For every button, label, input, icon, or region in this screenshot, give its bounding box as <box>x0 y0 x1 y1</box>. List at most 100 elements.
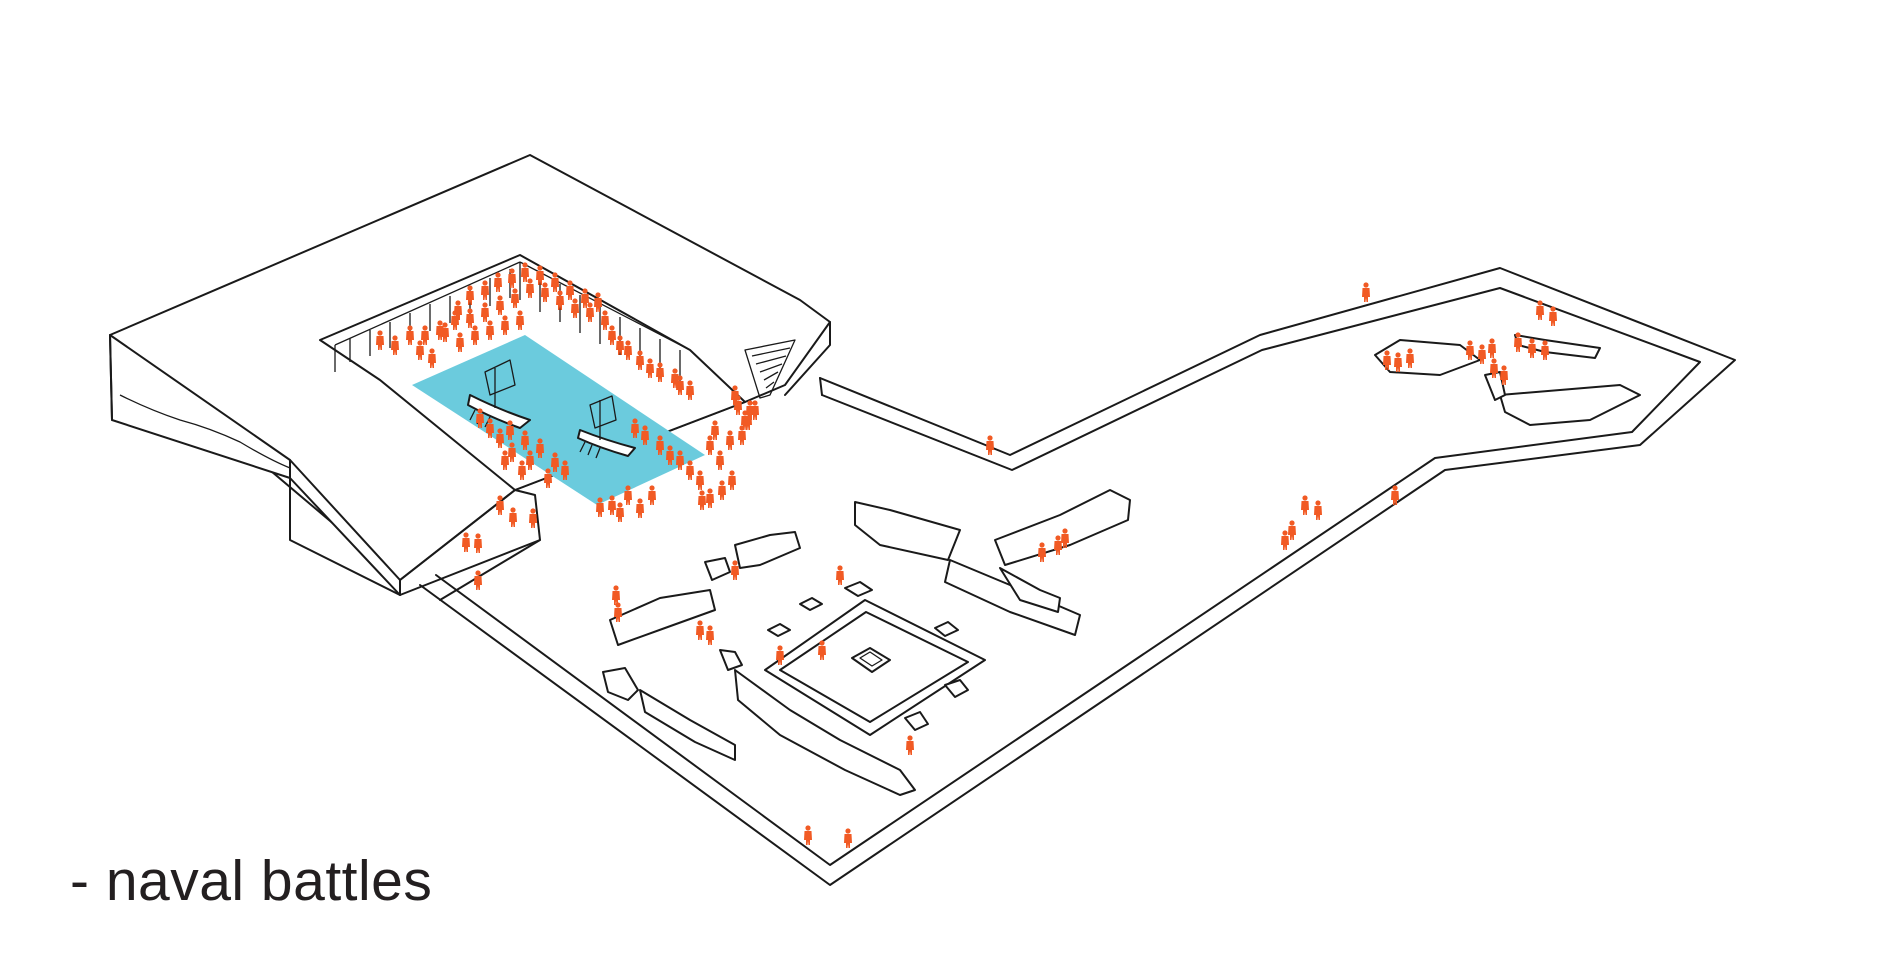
site-boundary-wall <box>419 267 1736 886</box>
person-figure <box>474 533 482 553</box>
person-figure <box>586 302 594 322</box>
person-figure <box>686 460 694 480</box>
person-figure <box>494 272 502 292</box>
person-figure <box>509 507 517 527</box>
person-figure <box>454 300 462 320</box>
person-figure <box>406 325 414 345</box>
person-figure <box>421 325 429 345</box>
person-figure <box>671 368 679 388</box>
person-figure <box>731 385 739 405</box>
person-figure <box>526 450 534 470</box>
person-figure <box>596 497 604 517</box>
person-figure <box>711 420 719 440</box>
person-figure <box>536 438 544 458</box>
person-figure <box>656 362 664 382</box>
person-figure <box>1488 338 1496 358</box>
person-figure <box>1466 340 1474 360</box>
person-figure <box>536 265 544 285</box>
person-figure <box>466 308 474 328</box>
person-figure <box>726 430 734 450</box>
person-figure <box>496 495 504 515</box>
person-figure <box>501 450 509 470</box>
person-figure <box>496 295 504 315</box>
visitors-group <box>376 262 1557 848</box>
person-figure <box>1478 344 1486 364</box>
person-figure <box>1500 365 1508 385</box>
person-figure <box>1541 340 1549 360</box>
person-figure <box>1490 358 1498 378</box>
person-figure <box>1301 495 1309 515</box>
person-figure <box>1362 282 1370 302</box>
person-figure <box>624 485 632 505</box>
person-figure <box>551 452 559 472</box>
person-figure <box>706 488 714 508</box>
person-figure <box>561 460 569 480</box>
person-figure <box>391 335 399 355</box>
person-figure <box>608 495 616 515</box>
person-figure <box>696 620 704 640</box>
person-figure <box>601 310 609 330</box>
person-figure <box>1528 338 1536 358</box>
person-figure <box>529 508 537 528</box>
person-figure <box>636 350 644 370</box>
person-figure <box>474 570 482 590</box>
person-figure <box>508 442 516 462</box>
person-figure <box>1281 530 1289 550</box>
person-figure <box>526 278 534 298</box>
person-figure <box>686 380 694 400</box>
person-figure <box>581 288 589 308</box>
person-figure <box>1314 500 1322 520</box>
person-figure <box>676 450 684 470</box>
person-figure <box>1536 300 1544 320</box>
person-figure <box>624 340 632 360</box>
person-figure <box>744 410 752 430</box>
person-figure <box>1061 528 1069 548</box>
person-figure <box>1383 350 1391 370</box>
person-figure <box>496 428 504 448</box>
person-figure <box>511 288 519 308</box>
person-figure <box>818 640 826 660</box>
person-figure <box>456 332 464 352</box>
person-figure <box>594 292 602 312</box>
person-figure <box>471 325 479 345</box>
central-enclosure <box>764 581 986 736</box>
person-figure <box>1391 485 1399 505</box>
person-figure <box>751 400 759 420</box>
person-figure <box>416 340 424 360</box>
ship-2 <box>577 395 636 459</box>
person-figure <box>486 418 494 438</box>
person-figure <box>648 485 656 505</box>
person-figure <box>906 735 914 755</box>
person-figure <box>836 565 844 585</box>
person-figure <box>566 280 574 300</box>
person-figure <box>1288 520 1296 540</box>
person-figure <box>481 302 489 322</box>
person-figure <box>506 420 514 440</box>
person-figure <box>521 430 529 450</box>
person-figure <box>1054 535 1062 555</box>
person-figure <box>656 435 664 455</box>
person-figure <box>501 315 509 335</box>
person-figure <box>476 408 484 428</box>
person-figure <box>844 828 852 848</box>
person-figure <box>466 285 474 305</box>
diagram-caption: - naval battles <box>70 849 433 913</box>
person-figure <box>518 460 526 480</box>
person-figure <box>1549 306 1557 326</box>
person-figure <box>521 262 529 282</box>
person-figure <box>706 625 714 645</box>
person-figure <box>544 468 552 488</box>
person-figure <box>804 825 812 845</box>
person-figure <box>428 348 436 368</box>
person-figure <box>1514 332 1522 352</box>
person-figure <box>1394 352 1402 372</box>
person-figure <box>728 470 736 490</box>
person-figure <box>738 425 746 445</box>
person-figure <box>608 325 616 345</box>
person-figure <box>614 602 622 622</box>
person-figure <box>646 358 654 378</box>
person-figure <box>716 450 724 470</box>
person-figure <box>441 322 449 342</box>
person-figure <box>508 268 516 288</box>
